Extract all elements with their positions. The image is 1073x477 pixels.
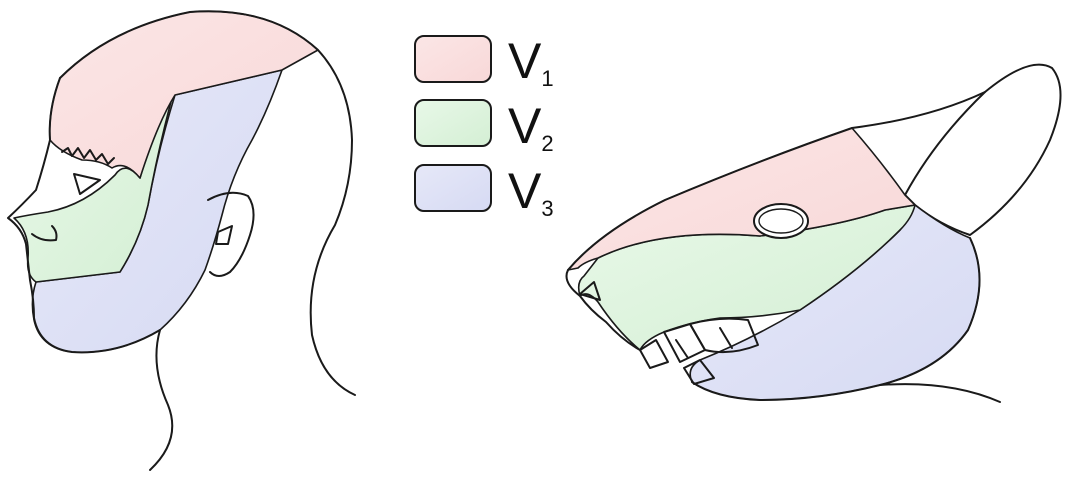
legend: V1 V2 V3 (415, 33, 554, 221)
svg-text:V2: V2 (508, 98, 554, 156)
animal-neck-outline (880, 384, 1000, 402)
animal-head (567, 65, 1061, 402)
svg-text:V3: V3 (508, 163, 554, 221)
legend-label-v2: V (508, 98, 542, 154)
legend-item-v1: V1 (415, 33, 554, 91)
human-head (8, 11, 355, 470)
svg-text:V1: V1 (508, 33, 554, 91)
legend-swatch-v1 (415, 36, 491, 82)
legend-item-v3: V3 (415, 163, 554, 221)
legend-swatch-v2 (415, 100, 491, 146)
legend-label-v3: V (508, 163, 542, 219)
legend-item-v2: V2 (415, 98, 554, 156)
legend-swatch-v3 (415, 165, 491, 211)
legend-subscript-v2: 2 (541, 131, 553, 156)
legend-subscript-v1: 1 (541, 66, 553, 91)
legend-subscript-v3: 3 (541, 196, 553, 221)
animal-ear (905, 65, 1061, 235)
legend-label-v1: V (508, 33, 542, 89)
human-neck-outline (150, 330, 172, 470)
